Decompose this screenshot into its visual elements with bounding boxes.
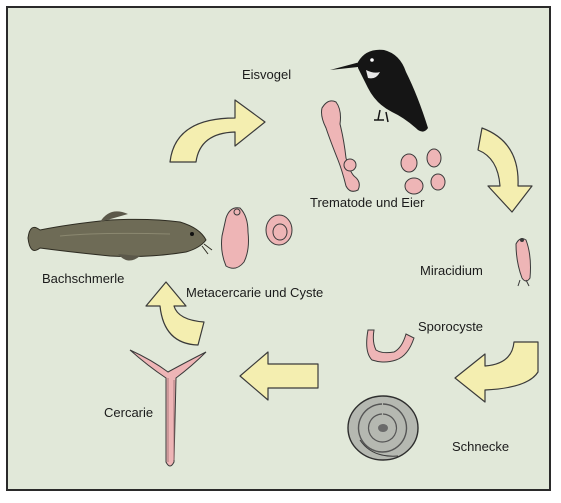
arrow-snail-to-cercarie: [240, 352, 318, 400]
snail-image: [348, 396, 418, 460]
label-schnecke: Schnecke: [452, 440, 509, 453]
label-cercarie: Cercarie: [104, 406, 153, 419]
label-sporocyste: Sporocyste: [418, 320, 483, 333]
label-metacercarie-und-cyste: Metacercarie und Cyste: [186, 286, 323, 299]
label-miracidium: Miracidium: [420, 264, 483, 277]
arrow-fish-to-bird: [170, 100, 265, 162]
trematode-and-eggs-image: [322, 101, 446, 194]
metacercarie-image: [222, 208, 293, 269]
stone-loach-image: [28, 211, 212, 260]
kingfisher-image: [330, 50, 428, 132]
sporocyste-image: [367, 330, 414, 362]
label-bachschmerle: Bachschmerle: [42, 272, 124, 285]
label-trematode-und-eier: Trematode und Eier: [310, 196, 424, 209]
arrow-sporocyste-to-snail: [455, 342, 538, 402]
miracidium-image: [516, 238, 531, 286]
label-eisvogel: Eisvogel: [242, 68, 291, 81]
arrow-bird-to-miracidium: [478, 128, 532, 212]
